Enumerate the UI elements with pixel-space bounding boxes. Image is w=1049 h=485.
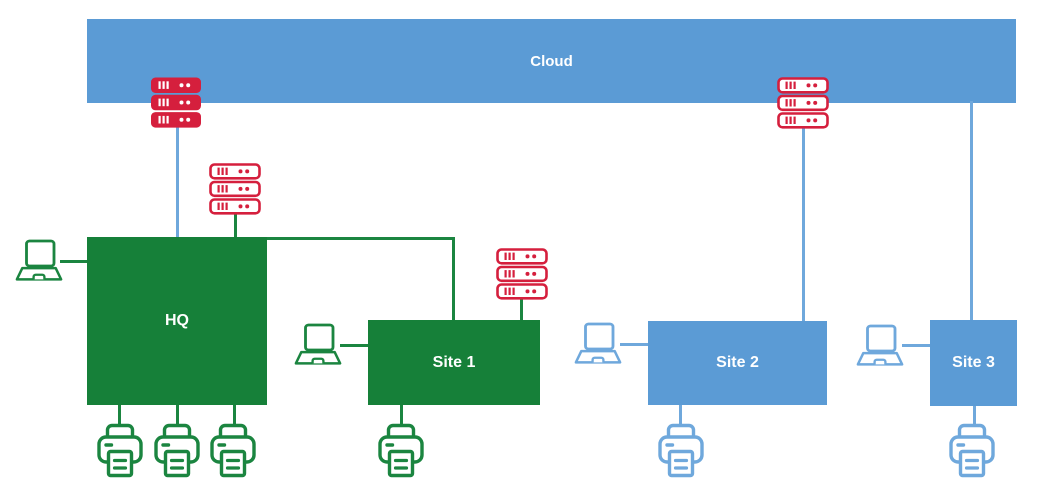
connector-hq-printer-2 [176,405,179,424]
connector-laptop-site2 [620,343,648,346]
laptop-icon [855,324,905,368]
printer-icon [97,423,143,479]
server-rack-icon [496,248,548,300]
server-rack-icon [777,77,829,129]
connector-hq-printer-3 [233,405,236,424]
site3-node: Site 3 [930,320,1017,406]
connector-cloud-rack-hq [176,122,179,237]
cloud-node: Cloud [87,19,1016,103]
laptop-icon [14,239,64,283]
hq-label: HQ [165,312,189,329]
connector-rack-hq [234,212,237,237]
connector-hq-site1-horizontal [267,237,455,240]
site1-label: Site 1 [432,353,476,371]
connector-hq-site1-vertical [452,237,455,320]
connector-site1-printer [400,405,403,424]
laptop-icon [293,323,343,367]
hq-node: HQ [87,237,267,405]
server-rack-icon [209,163,261,215]
printer-icon [210,423,256,479]
connector-site3-printer [973,406,976,424]
connector-rack-site2 [802,124,805,321]
connector-laptop-site1 [340,344,368,347]
site1-node: Site 1 [368,320,540,405]
connector-hq-printer-1 [118,405,121,424]
connector-laptop-hq [60,260,87,263]
site2-label: Site 2 [716,354,759,371]
server-rack-icon [150,77,202,129]
printer-icon [658,423,704,479]
printer-icon [154,423,200,479]
connector-rack-site1 [520,297,523,320]
laptop-icon [573,322,623,366]
site3-label: Site 3 [952,354,995,371]
cloud-label: Cloud [530,52,573,70]
connector-site2-printer [679,405,682,424]
printer-icon [378,423,424,479]
printer-icon [949,423,995,479]
site2-node: Site 2 [648,321,827,405]
connector-laptop-site3 [902,344,930,347]
connector-cloud-site3 [970,101,973,320]
